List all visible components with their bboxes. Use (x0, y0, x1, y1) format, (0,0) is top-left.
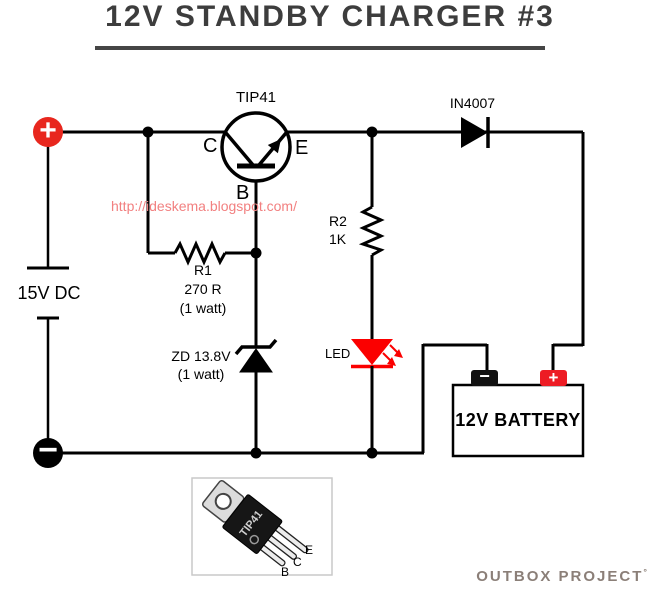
battery-plus-terminal (540, 370, 567, 386)
battery-box (451, 383, 585, 458)
r1-label-block: R1 270 R (1 watt) (163, 261, 243, 318)
r1-value: 270 R (184, 281, 222, 297)
watermark-url: http://ideskema.blogspot.com/ (111, 198, 297, 214)
r2-name: R2 (329, 213, 347, 229)
transistor-emitter-arrow (267, 139, 281, 154)
r2-label-block: R2 1K (329, 212, 347, 248)
transistor-emitter-line (257, 131, 288, 167)
package-body-indent (249, 534, 260, 545)
resistor-r1 (173, 240, 227, 266)
transistor-pin-b-label: B (236, 182, 250, 204)
zener-wattage: (1 watt) (177, 366, 225, 382)
package-pin-e-label: E (305, 543, 314, 557)
title-underline (95, 46, 545, 50)
page-title: 12V STANDBY CHARGER #3 (105, 0, 555, 33)
zener-label-block: ZD 13.8V (1 watt) (156, 347, 246, 383)
battery-label: 12V BATTERY (455, 410, 581, 430)
r1-wattage: (1 watt) (179, 300, 227, 316)
diode-part-label: IN4007 (449, 95, 496, 111)
package-pin-b-label: B (281, 565, 290, 579)
led-arrow-2-head (387, 357, 396, 366)
transistor-pin-e-label: E (295, 137, 309, 159)
junction-dot (250, 447, 262, 459)
battery-plus-symbol: + (548, 368, 559, 387)
brand-logo-text: OUTBOX PROJECT° (476, 567, 647, 585)
package-mounting-hole (214, 492, 232, 510)
transistor-collector-line (224, 131, 255, 167)
source-minus-symbol: − (38, 431, 58, 469)
junction-dot (142, 126, 154, 138)
to220-package-drawing: TIP41 (202, 480, 309, 567)
led-label: LED (325, 346, 351, 361)
transistor-part-label: TIP41 (235, 89, 277, 106)
brand-name: OUTBOX PROJECT (476, 568, 644, 585)
junction-dot (366, 126, 378, 138)
zener-name: ZD 13.8V (171, 348, 231, 364)
r2-value: 1K (329, 231, 347, 247)
source-minus-terminal (33, 438, 63, 468)
battery-minus-terminal (471, 370, 498, 386)
source-plus-symbol: + (39, 114, 57, 147)
battery-minus-symbol: − (479, 366, 490, 386)
package-pin-c-label: C (293, 555, 302, 569)
led-diode (351, 339, 393, 365)
resistor-r2 (358, 205, 385, 257)
r1-name: R1 (194, 262, 212, 278)
zener-cathode-bar (234, 338, 278, 356)
transistor-body (220, 111, 292, 183)
diode-in4007 (461, 117, 488, 148)
junction-dot (366, 447, 378, 459)
source-plus-terminal (33, 117, 63, 147)
package-plastic-body (222, 494, 283, 554)
brand-mark: ° (643, 567, 647, 577)
led-arrow-1-head (394, 349, 403, 358)
source-voltage-label: 15V DC (17, 283, 81, 303)
junction-dot (250, 247, 262, 259)
transistor-pin-c-label: C (203, 135, 218, 157)
